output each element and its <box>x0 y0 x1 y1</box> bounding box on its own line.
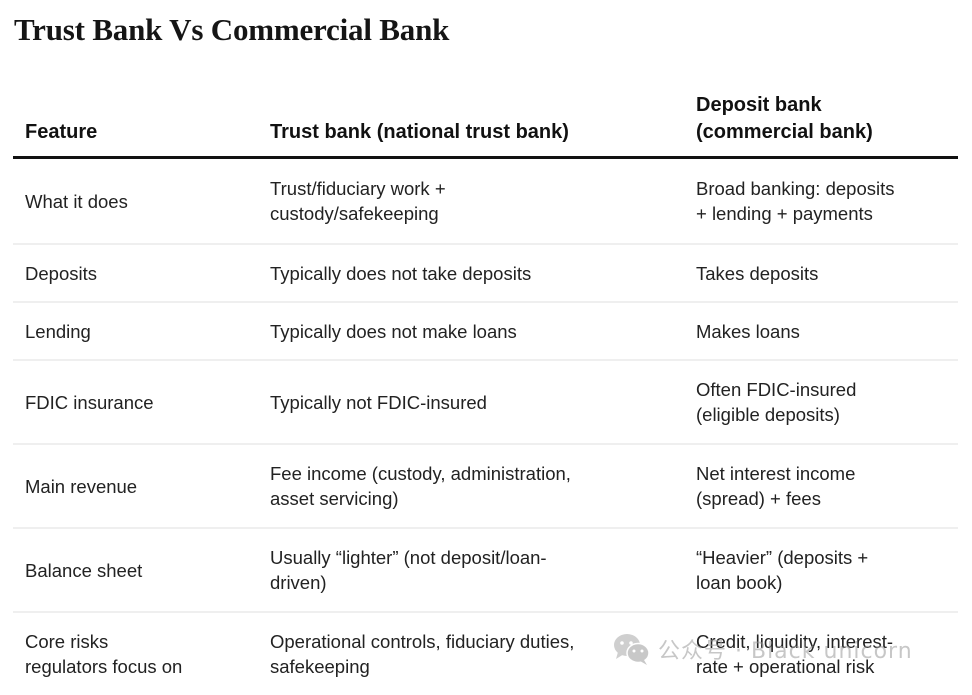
deposit-bank-cell: Credit, liquidity, interest- rate + oper… <box>696 631 894 677</box>
table-row: Main revenue Fee income (custody, admini… <box>13 445 958 529</box>
trust-bank-cell: Trust/fiduciary work + custody/safekeepi… <box>270 178 446 224</box>
table-row: FDIC insurance Typically not FDIC-insure… <box>13 361 958 445</box>
feature-cell: Main revenue <box>25 475 138 497</box>
deposit-bank-cell: Net interest income (spread) + fees <box>696 463 856 509</box>
table-row: Lending Typically does not make loans Ma… <box>13 303 958 361</box>
trust-bank-cell: Fee income (custody, administration, ass… <box>270 463 571 509</box>
feature-cell: Lending <box>25 320 91 342</box>
deposit-bank-cell: “Heavier” (deposits + loan book) <box>696 547 869 593</box>
table-row: What it does Trust/fiduciary work + cust… <box>13 159 958 245</box>
column-header-trust-bank: Trust bank (national trust bank) <box>270 121 569 143</box>
feature-cell: FDIC insurance <box>25 391 154 413</box>
trust-bank-cell: Typically does not make loans <box>270 320 517 342</box>
table-header-row: Feature Trust bank (national trust bank)… <box>13 88 958 159</box>
trust-bank-cell: Typically not FDIC-insured <box>270 391 487 413</box>
trust-bank-cell: Operational controls, fiduciary duties, … <box>270 631 575 677</box>
column-header-feature: Feature <box>25 121 98 143</box>
feature-cell: What it does <box>25 190 128 212</box>
table-row: Deposits Typically does not take deposit… <box>13 245 958 303</box>
deposit-bank-cell: Makes loans <box>696 320 800 342</box>
trust-bank-cell: Usually “lighter” (not deposit/loan- dri… <box>270 547 547 593</box>
feature-cell: Deposits <box>25 262 97 284</box>
table-row: Core risks regulators focus on Operation… <box>13 613 958 695</box>
deposit-bank-cell: Often FDIC-insured (eligible deposits) <box>696 379 857 425</box>
feature-cell: Balance sheet <box>25 559 143 581</box>
comparison-table: Feature Trust bank (national trust bank)… <box>13 88 958 695</box>
table-row: Balance sheet Usually “lighter” (not dep… <box>13 529 958 613</box>
page-title: Trust Bank Vs Commercial Bank <box>14 12 450 47</box>
deposit-bank-cell: Broad banking: deposits + lending + paym… <box>696 178 895 224</box>
column-header-deposit-bank: Deposit bank (commercial bank) <box>696 94 873 143</box>
feature-cell: Core risks regulators focus on <box>25 631 183 677</box>
trust-bank-cell: Typically does not take deposits <box>270 262 532 284</box>
deposit-bank-cell: Takes deposits <box>696 262 819 284</box>
